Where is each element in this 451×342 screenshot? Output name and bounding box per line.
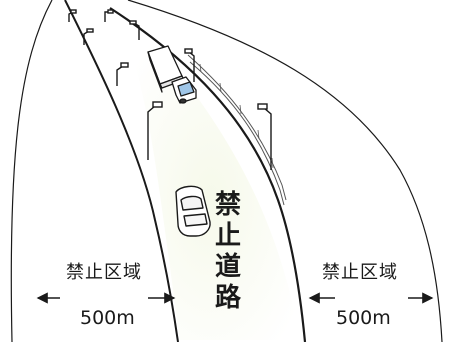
- prohibited-road-surface: [122, 25, 300, 340]
- outer-right-line: [127, 0, 443, 342]
- left-zone-distance: 500m: [80, 307, 135, 329]
- road-label-char-4: 路: [214, 283, 241, 313]
- truck-icon: [147, 45, 197, 104]
- right-zone-label: 禁止区域: [322, 262, 398, 283]
- road-label-char-1: 禁: [214, 190, 241, 220]
- road-label-char-3: 道: [214, 252, 241, 282]
- road-label-char-2: 止: [214, 221, 241, 251]
- right-zone-distance: 500m: [336, 307, 391, 329]
- guard-fence: [189, 61, 285, 206]
- car-icon: [175, 185, 211, 237]
- guard-fence-top: [187, 54, 287, 201]
- street-lamp-icon: [68, 9, 272, 170]
- prohibited-road-label: 禁 止 道 路: [213, 190, 243, 314]
- left-zone-label: 禁止区域: [66, 262, 142, 283]
- outer-left-line: [10, 0, 53, 342]
